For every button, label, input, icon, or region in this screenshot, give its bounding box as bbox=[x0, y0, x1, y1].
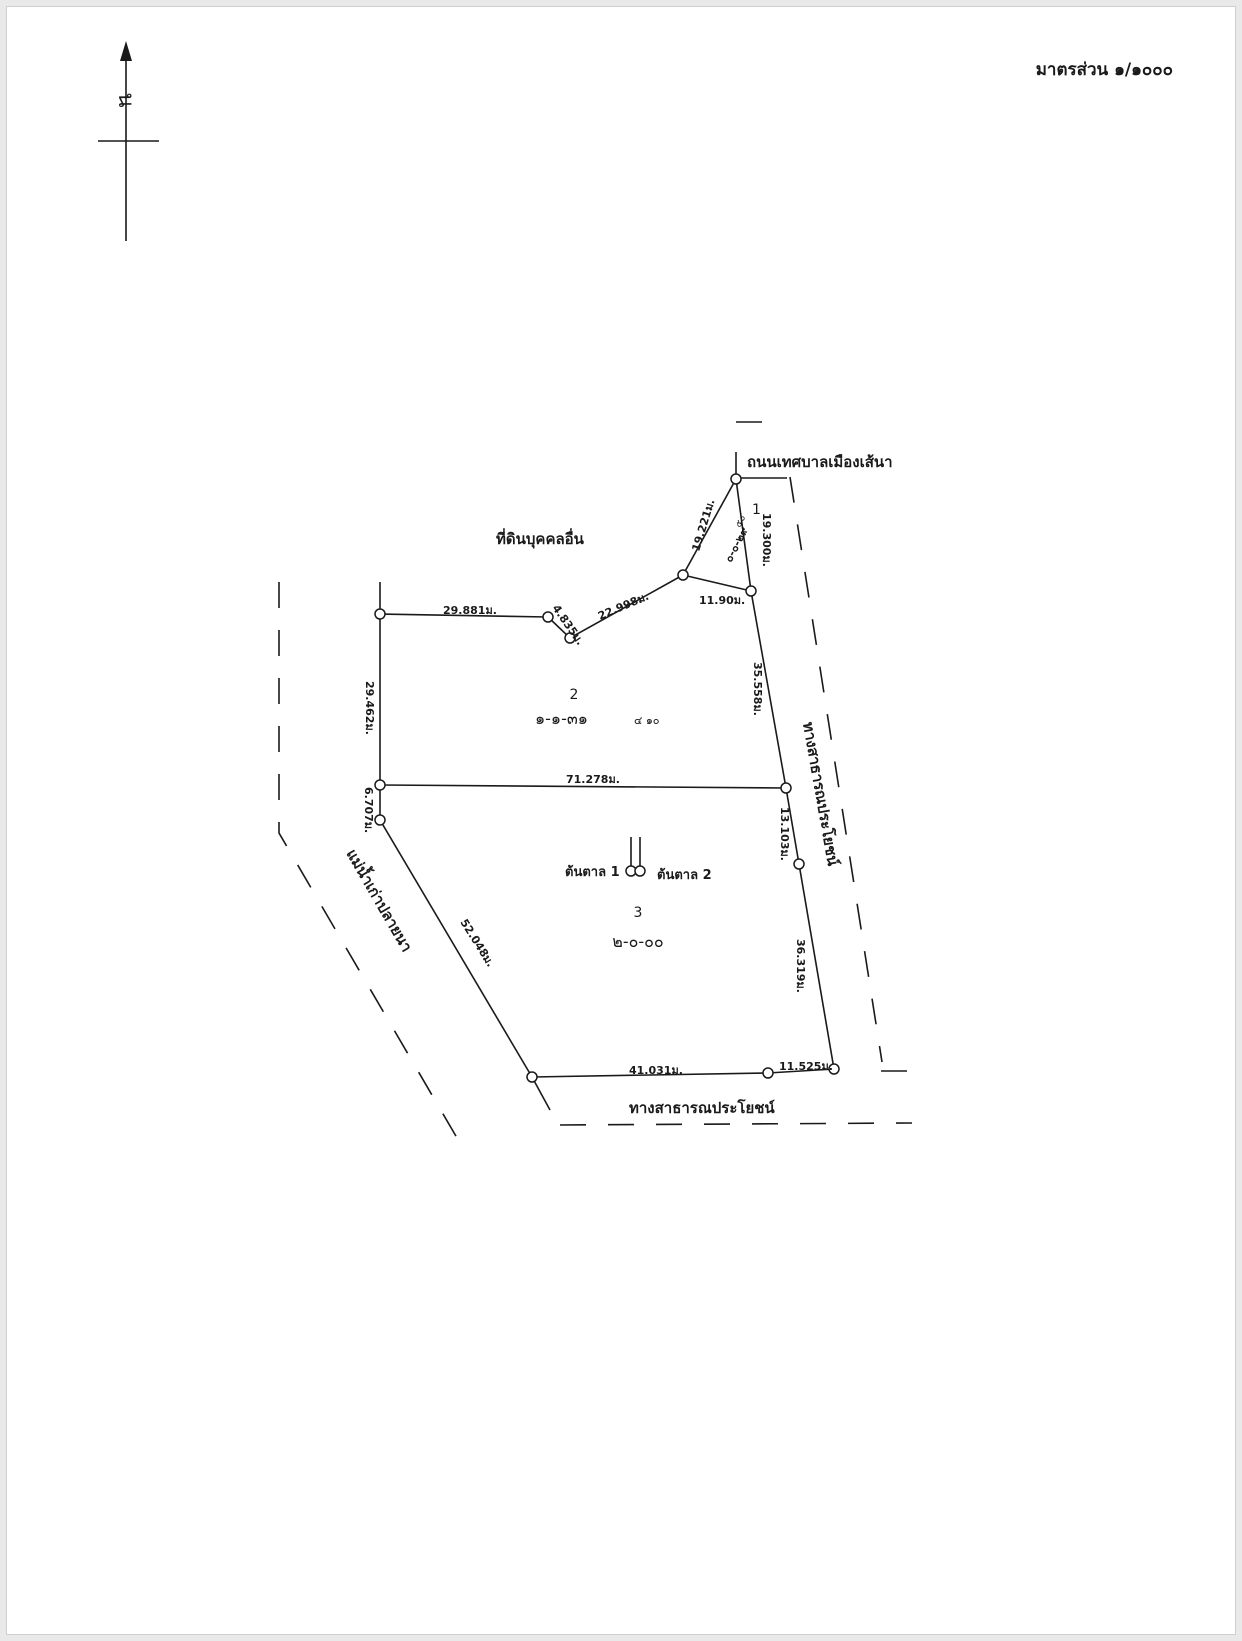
tree1-label: ต้นตาล 1 bbox=[565, 864, 620, 880]
dim-label: 35.558ม. bbox=[751, 662, 764, 716]
boundary-north-1 bbox=[379, 613, 549, 618]
tree2-label: ต้นตาล 2 bbox=[657, 867, 712, 883]
boundary-north-3 bbox=[569, 574, 684, 639]
parcel-number: 3 bbox=[634, 905, 643, 921]
marker bbox=[793, 858, 805, 870]
palm-trees: ต้นตาล 1 ต้นตาล 2 bbox=[565, 837, 712, 883]
parcel-3-label: 3 ๒-๐-๐๐ bbox=[612, 905, 663, 951]
other-land-label: ที่ดินบุคคลอื่น bbox=[496, 528, 585, 549]
boundary-south-2 bbox=[531, 1072, 769, 1078]
marker bbox=[730, 473, 742, 485]
north-arrow: น bbox=[98, 41, 159, 241]
marker bbox=[374, 779, 386, 791]
parcel-1-label: 1 ๐-๐-๒๙ ๕๐ bbox=[722, 502, 761, 564]
dim-label: 11.525ม. bbox=[779, 1060, 833, 1073]
land-plan-diagram: น มาตรส่วน ๑/๑๐๐๐ bbox=[98, 41, 1173, 1156]
dim-label: 71.278ม. bbox=[566, 773, 620, 786]
path-bottom-label: ทางสาธารณประโยชน์ bbox=[629, 1098, 775, 1117]
ext-line-sw bbox=[531, 1076, 551, 1111]
tree2-icon bbox=[634, 865, 646, 877]
marker bbox=[828, 1063, 840, 1075]
dim-label: 41.031ม. bbox=[629, 1064, 683, 1077]
path-right-dash bbox=[789, 476, 883, 1063]
dim-label: 11.90ม. bbox=[699, 594, 745, 607]
dim-label: 13.103ม. bbox=[778, 807, 791, 861]
parcel-area-fraction: ๔ ๑๐ bbox=[634, 714, 660, 727]
marker bbox=[374, 608, 386, 620]
dim-label: 22.998ม. bbox=[596, 590, 651, 623]
parcel-area: ๒-๐-๐๐ bbox=[612, 932, 663, 951]
parcel-boundaries bbox=[379, 452, 835, 1111]
parcel-2-label: 2 ๑-๑-๓๑ ๔ ๑๐ bbox=[535, 687, 660, 728]
boundary-parcel1-west bbox=[682, 478, 737, 576]
boundary-east-3 bbox=[798, 863, 835, 1070]
marker bbox=[780, 782, 792, 794]
boundary-east-2 bbox=[785, 787, 800, 865]
parcel-area-fraction: ๕๐ bbox=[734, 514, 748, 530]
boundary-south-1 bbox=[767, 1068, 835, 1074]
road-top-label: ถนนเทศบาลเมืองเส้นา bbox=[747, 453, 893, 471]
marker bbox=[745, 585, 757, 597]
north-arrow-head bbox=[120, 41, 132, 61]
north-label: น bbox=[113, 92, 138, 107]
dim-label: 6.707ม. bbox=[362, 787, 375, 833]
marker bbox=[542, 611, 554, 623]
parcel-number: 1 bbox=[752, 502, 761, 518]
marker bbox=[762, 1067, 774, 1079]
marker bbox=[374, 814, 386, 826]
river-left-label: แม่น้ำเก่าปลายนา bbox=[343, 845, 419, 955]
boundary-east-1 bbox=[750, 590, 787, 789]
survey-markers bbox=[374, 473, 840, 1083]
boundary-parcel1-south bbox=[682, 574, 752, 592]
boundary-parcel1-east bbox=[735, 478, 752, 592]
scale-label: มาตรส่วน ๑/๑๐๐๐ bbox=[1036, 60, 1173, 80]
path-right-label: ทางสาธารณประโยชน์ bbox=[799, 720, 843, 867]
marker bbox=[677, 569, 689, 581]
dim-label: 29.881ม. bbox=[443, 604, 497, 617]
parcel-number: 2 bbox=[570, 687, 579, 703]
adjacent-boundaries bbox=[278, 421, 913, 1156]
marker bbox=[526, 1071, 538, 1083]
dim-label: 19.300ม. bbox=[760, 513, 773, 567]
boundary-parcel2-3 bbox=[379, 784, 787, 789]
dim-label: 29.462ม. bbox=[363, 681, 376, 735]
river-left-dash bbox=[278, 582, 468, 1156]
path-bottom-dash bbox=[559, 1122, 913, 1126]
boundary-southwest bbox=[379, 819, 533, 1078]
drawing-sheet: น มาตรส่วน ๑/๑๐๐๐ bbox=[6, 6, 1236, 1635]
dim-label: 19.221ม. bbox=[689, 498, 717, 553]
dim-label: 36.319ม. bbox=[794, 939, 807, 993]
marker bbox=[564, 632, 576, 644]
parcel-area: ๑-๑-๓๑ bbox=[535, 709, 588, 728]
